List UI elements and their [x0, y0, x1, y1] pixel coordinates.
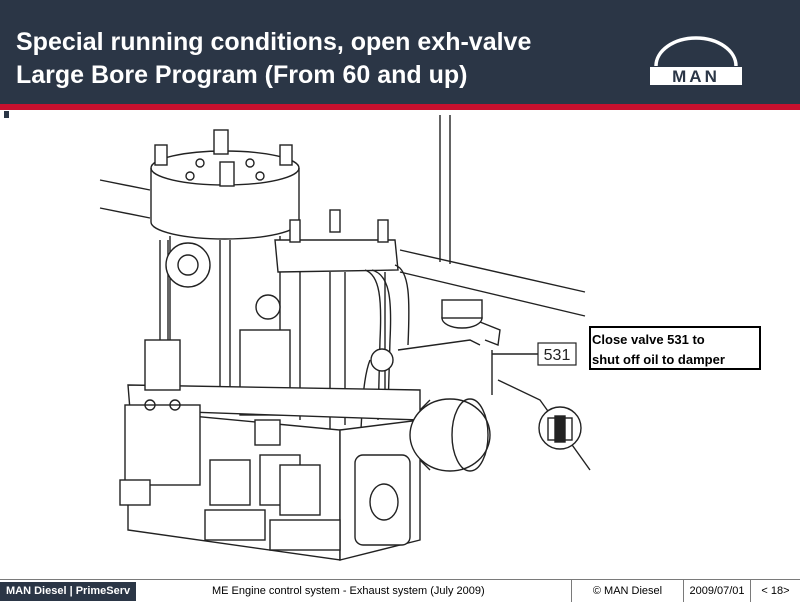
- callout-line-1: Close valve 531 to: [592, 332, 705, 347]
- bullet-marker: [4, 111, 9, 118]
- title-line-2: Large Bore Program (From 60 and up): [16, 61, 468, 89]
- slide-header: Special running conditions, open exh-val…: [0, 0, 800, 104]
- slide-title: Special running conditions, open exh-val…: [16, 26, 531, 92]
- header-accent-stripe: [0, 104, 800, 110]
- footer-date: 2009/07/01: [683, 580, 750, 602]
- footer-brand: MAN Diesel | PrimeServ: [0, 582, 136, 601]
- hydraulic-unit-drawing: 531: [99, 115, 591, 561]
- part-number-label: 531: [544, 347, 571, 364]
- logo-text: MAN: [672, 67, 720, 86]
- slide-footer: MAN Diesel | PrimeServ ME Engine control…: [0, 579, 800, 602]
- man-logo: MAN: [650, 36, 742, 86]
- callout-line-2: shut off oil to damper: [592, 352, 725, 367]
- footer-page-number: < 18>: [750, 580, 800, 602]
- title-line-1: Special running conditions, open exh-val…: [16, 28, 532, 56]
- instruction-callout: Close valve 531 to shut off oil to dampe…: [589, 326, 761, 370]
- footer-description: ME Engine control system - Exhaust syste…: [212, 585, 485, 597]
- footer-copyright: © MAN Diesel: [571, 580, 683, 602]
